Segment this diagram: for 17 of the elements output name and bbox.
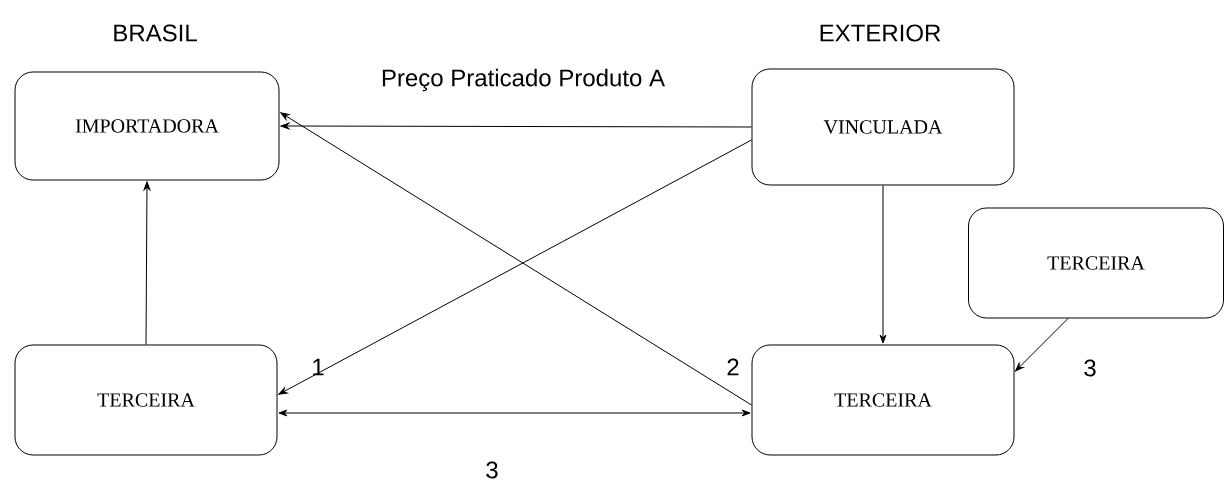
arrow: [278, 409, 751, 417]
region-label: BRASIL: [114, 24, 197, 42]
arrow: [143, 181, 151, 345]
arrow: [1015, 318, 1069, 372]
rounded-box: VINCULADA: [751, 68, 1015, 186]
region-label: EXTERIOR: [820, 24, 941, 42]
arrow: [280, 122, 752, 130]
rounded-box: TERCEIRA: [968, 207, 1224, 319]
rounded-box: TERCEIRA: [751, 344, 1015, 456]
number-label: 2: [727, 358, 739, 376]
number-label: 3: [1084, 359, 1096, 377]
arrow: [879, 185, 887, 344]
edge-label: Preço Praticado Produto A: [378, 66, 668, 94]
number-label: 3: [486, 461, 498, 479]
rounded-box: IMPORTADORA: [14, 71, 280, 181]
rounded-box: TERCEIRA: [14, 344, 278, 456]
number-label: 1: [313, 358, 324, 376]
